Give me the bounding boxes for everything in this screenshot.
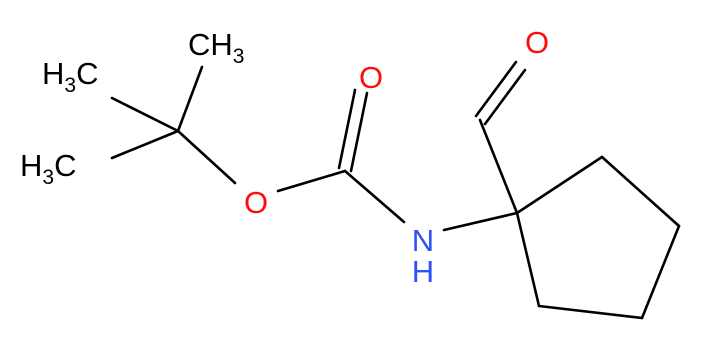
bond-aldehyde-double-a xyxy=(474,60,518,118)
ring-bond-c1-c2 xyxy=(515,155,604,215)
bond-quaternary-c-to-methyl-left-lower xyxy=(110,129,180,160)
ring-bond-c5-c1 xyxy=(515,211,541,308)
bond-quaternary-c-to-methyl-top xyxy=(176,65,204,133)
aldehyde-oxygen-label: O xyxy=(525,25,549,60)
ring-bond-c3-c4 xyxy=(640,224,681,320)
ring-bond-c4-c5 xyxy=(537,304,644,320)
bond-carbonyl-c-to-nitrogen xyxy=(343,169,406,224)
amide-nitrogen-label: N xyxy=(412,223,434,258)
bond-ester-oxygen-to-carbonyl-c xyxy=(276,169,347,193)
ester-oxygen-label: O xyxy=(244,185,268,220)
bond-carbonyl-double-a xyxy=(337,88,357,170)
ring-bond-c2-c3 xyxy=(600,155,681,228)
carbonyl-oxygen-label: O xyxy=(359,60,383,95)
methyl-left-upper-label: H3C xyxy=(42,56,98,97)
bond-ring-c1-to-aldehyde-c xyxy=(478,118,519,215)
methyl-left-lower-label: H3C xyxy=(20,148,76,189)
methyl-top-label: CH3 xyxy=(188,27,244,68)
bond-carbonyl-double-b xyxy=(349,91,369,173)
bond-quaternary-c-to-methyl-left-upper xyxy=(110,96,180,133)
bond-quaternary-c-to-ester-oxygen xyxy=(176,129,237,185)
bond-nitrogen-to-ring-c1 xyxy=(442,211,519,232)
bond-aldehyde-double-b xyxy=(483,68,527,126)
amide-nitrogen-h-label: H xyxy=(412,254,434,289)
